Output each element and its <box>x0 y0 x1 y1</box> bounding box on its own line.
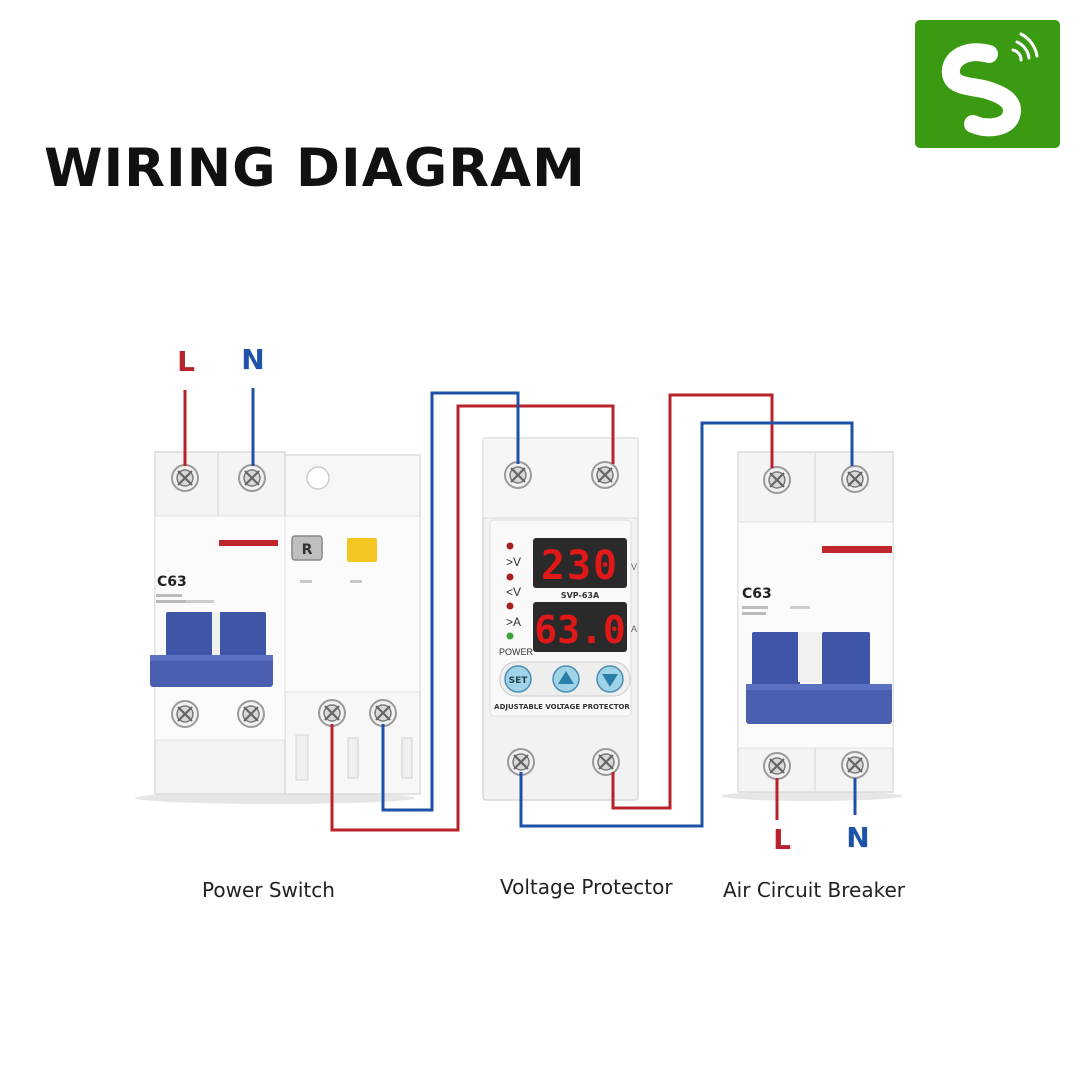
voltage-unit: V <box>631 562 637 572</box>
protector-output-line-terminal-icon <box>591 747 621 777</box>
protector-to-breaker-neutral-wire <box>519 421 854 828</box>
power-switch-rating: C63 <box>157 574 187 590</box>
wires <box>183 388 857 832</box>
input-neutral-label: N <box>241 343 264 376</box>
brand-logo <box>915 20 1060 148</box>
breaker-input-line-terminal-icon <box>762 465 792 495</box>
current-unit: A <box>631 624 637 634</box>
power-switch-output-line-terminal-icon <box>317 698 347 728</box>
protector-input-line-terminal-icon <box>590 460 620 490</box>
breaker-handle <box>752 632 800 692</box>
set-button-label: SET <box>509 676 529 686</box>
breaker-output-line-terminal-icon <box>762 751 792 781</box>
up-arrow-icon <box>558 671 574 684</box>
power-switch-input-neutral-terminal-icon <box>237 463 267 493</box>
power-switch-input-line-terminal-icon <box>170 463 200 493</box>
indicator-under-voltage: <V <box>506 585 521 599</box>
breaker-output-neutral-terminal-icon <box>840 750 870 780</box>
switch-to-protector-neutral-wire <box>381 391 520 812</box>
power-switch-output-neutral-terminal-icon <box>368 698 398 728</box>
air-circuit-breaker: C63 <box>722 451 902 801</box>
output-line-label: L <box>773 823 791 856</box>
yellow-indicator-icon <box>347 538 377 562</box>
indicator-power: POWER <box>499 647 534 657</box>
current-display <box>533 602 627 652</box>
reset-button <box>291 535 323 561</box>
protector-output-neutral-terminal-icon <box>506 747 536 777</box>
voltage-display <box>533 538 627 588</box>
breaker-rating: C63 <box>742 586 772 602</box>
protector-footer-label: ADJUSTABLE VOLTAGE PROTECTOR <box>494 703 630 711</box>
smart-s-wireless-logo-icon <box>941 32 1039 137</box>
down-arrow-icon <box>602 674 618 687</box>
set-button[interactable] <box>504 665 532 693</box>
protector-input-neutral-terminal-icon <box>503 460 533 490</box>
reset-label: R <box>302 542 313 558</box>
model-label: SVP-63A <box>561 591 600 600</box>
protector-to-breaker-line-wire <box>611 393 774 810</box>
power-switch-caption: Power Switch <box>202 878 335 902</box>
current-readout: 63.0 <box>534 608 626 652</box>
indicator-over-voltage: >V <box>506 555 521 569</box>
indicator-over-current: >A <box>506 615 521 629</box>
input-line-label: L <box>177 345 195 378</box>
power-switch: C63 R <box>135 451 421 804</box>
switch-to-protector-line-wire <box>330 404 615 832</box>
output-neutral-label: N <box>846 821 869 854</box>
test-button-icon <box>306 466 330 490</box>
breaker-input-neutral-terminal-icon <box>840 464 870 494</box>
voltage-readout: 230 <box>541 543 619 589</box>
voltage-protector-caption: Voltage Protector <box>500 875 673 899</box>
page-title: WIRING DIAGRAM <box>44 138 586 199</box>
voltage-protector: >V <V >A POWER 230 V SVP-63A 63.0 A SET … <box>482 437 639 801</box>
air-circuit-breaker-caption: Air Circuit Breaker <box>723 878 906 902</box>
